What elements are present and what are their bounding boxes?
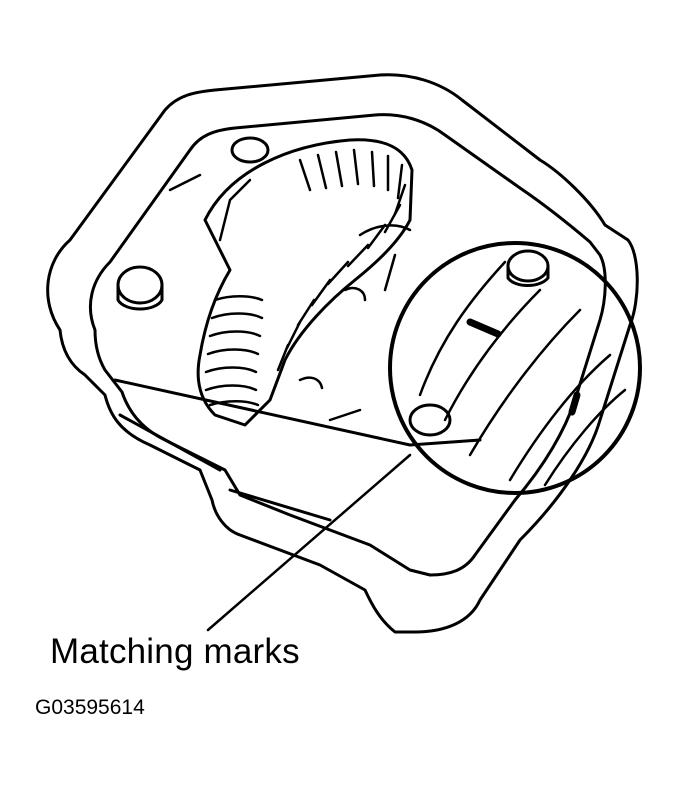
housing-outer-outline bbox=[46, 73, 639, 634]
callout-label-matching-marks: Matching marks bbox=[50, 632, 300, 671]
bolt-boss-left bbox=[116, 265, 164, 311]
matching-mark-lower bbox=[568, 391, 581, 416]
pinion-gear-teeth bbox=[204, 295, 264, 407]
housing-inner-face-line bbox=[113, 378, 482, 447]
magnifier-detail-lines bbox=[418, 260, 627, 487]
matching-mark-upper bbox=[466, 318, 502, 338]
bolt-boss-top-left bbox=[230, 136, 270, 164]
magnifier-circle bbox=[388, 241, 642, 495]
bolt-boss-bottom bbox=[408, 403, 452, 437]
bolt-boss-top-right bbox=[506, 249, 550, 287]
figure-code: G03595614 bbox=[35, 696, 145, 719]
housing-inner-rim bbox=[88, 113, 607, 577]
callout-leader-line bbox=[206, 453, 412, 632]
ring-gear-outline bbox=[196, 138, 414, 427]
housing-bottom-edge bbox=[118, 413, 332, 522]
ring-gear-teeth bbox=[276, 148, 407, 372]
differential-case-details bbox=[168, 173, 412, 422]
